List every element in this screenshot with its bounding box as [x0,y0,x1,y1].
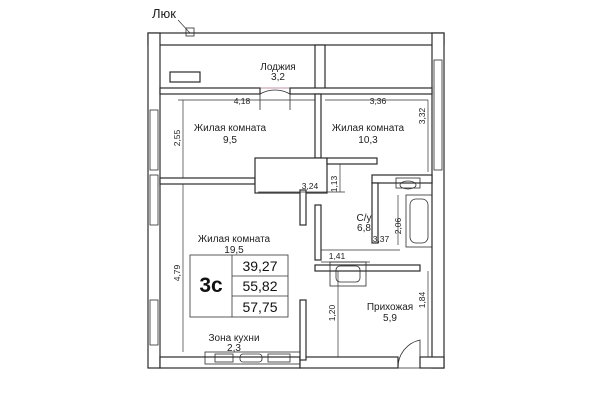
loggia-name: Лоджия [260,62,295,73]
living-name: Жилая комната [198,234,271,245]
unit-info-card: 3с 39,27 55,82 57,75 [189,254,289,318]
room-labels: Лоджия 3,2 Жилая комната 9,5 Жилая комна… [194,62,413,354]
kitchen-name: Зона кухни [208,333,259,344]
dim-1-41: 1,41 [329,251,346,261]
toilet [395,177,421,190]
kitchen-counter [204,351,301,365]
interior-walls [159,87,433,361]
bedroom-left-area: 9,5 [223,135,237,146]
hatch-marker [177,19,195,37]
doors [259,89,421,369]
outer-walls [147,32,445,369]
dim-3-36: 3,36 [370,96,387,106]
dimension-lines [178,99,429,357]
hall-area: 5,9 [383,313,397,324]
area-living: 39,27 [242,258,277,274]
loggia-area: 3,2 [271,72,285,83]
bedroom-right-name: Жилая комната [332,123,405,134]
dim-1-84: 1,84 [417,291,427,308]
loggia-walls [159,44,326,91]
bedroom-left-name: Жилая комната [194,123,267,134]
bathroom-name: С/у [357,213,372,224]
dim-3-37: 3,37 [373,234,390,244]
kitchen-area: 2,3 [227,343,241,354]
dim-4-18: 4,18 [234,96,251,106]
bathtub [405,194,433,248]
dim-4-79: 4,79 [172,264,182,281]
hatch-label: Люк [152,6,176,21]
dimension-labels: 4,18 3,36 2,55 3,32 3,24 1,13 2,06 3,37 … [172,96,427,321]
dim-1-20: 1,20 [327,304,337,321]
dim-2-06: 2,06 [393,217,403,234]
bathroom-area: 6,8 [357,223,371,234]
dim-2-55: 2,55 [172,129,182,146]
living-area: 19,5 [224,245,244,256]
area-total: 55,82 [242,278,277,294]
unit-type: 3с [199,274,223,297]
dim-1-13: 1,13 [329,175,339,192]
bedroom-right-area: 10,3 [358,135,378,146]
dim-3-24: 3,24 [302,181,319,191]
area-total-with-loggia: 57,75 [242,299,277,315]
hall-name: Прихожая [367,302,413,313]
dim-3-32: 3,32 [417,107,427,124]
